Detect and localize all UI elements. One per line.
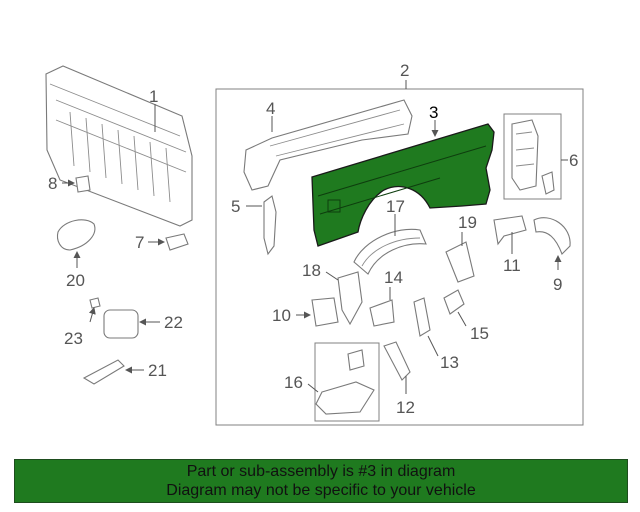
callout-15[interactable]: 15	[470, 324, 489, 343]
bracket-14-part[interactable]	[369, 299, 395, 327]
clip-7-part[interactable]	[165, 233, 189, 251]
group-box-6	[503, 113, 562, 200]
callout-10[interactable]: 10	[272, 306, 291, 325]
bracket-5-part[interactable]	[263, 195, 277, 256]
corner-post-part[interactable]	[511, 119, 555, 195]
handle-20-part[interactable]	[56, 219, 96, 251]
callout-13[interactable]: 13	[440, 353, 459, 372]
callout-2[interactable]: 2	[400, 61, 409, 80]
outer-side-panel-part[interactable]	[311, 123, 495, 247]
bracket-19-part[interactable]	[445, 241, 475, 283]
channel-12-part[interactable]	[383, 341, 411, 381]
floor-section-16-part[interactable]	[315, 349, 375, 415]
banner-line-1: Part or sub-assembly is #3 in diagram	[186, 463, 456, 480]
callout-7[interactable]: 7	[135, 233, 144, 252]
rear-corner-9-part[interactable]	[533, 217, 571, 255]
callout-23[interactable]: 23	[64, 329, 83, 348]
wheelhouse-part[interactable]	[353, 228, 427, 275]
callout-21[interactable]: 21	[148, 361, 167, 380]
assembly-frame	[215, 88, 584, 426]
callout-16[interactable]: 16	[284, 373, 303, 392]
group-box-16	[314, 342, 380, 422]
callout-8[interactable]: 8	[48, 174, 57, 193]
callout-22[interactable]: 22	[164, 313, 183, 332]
callout-17[interactable]: 17	[386, 197, 405, 216]
banner-line-2: Diagram may not be specific to your vehi…	[166, 482, 476, 499]
callout-4[interactable]: 4	[266, 99, 275, 118]
info-banner: Part or sub-assembly is #3 in diagram Di…	[14, 459, 628, 503]
bed-side-inner-part[interactable]	[243, 99, 413, 191]
bracket-10-part[interactable]	[311, 297, 339, 327]
callout-3[interactable]: 3	[429, 103, 438, 122]
callout-11[interactable]: 11	[503, 256, 521, 275]
callout-labels: 1 2 3 4 5 6 7 8 9 10 11 12 13 14 15 16 1…	[48, 61, 578, 417]
bracket-11-part[interactable]	[493, 215, 527, 246]
callout-18[interactable]: 18	[302, 261, 321, 280]
fuel-door-22-part[interactable]	[103, 309, 139, 339]
strap-13-part[interactable]	[413, 297, 431, 337]
step-21-part[interactable]	[82, 359, 125, 385]
callout-1[interactable]: 1	[149, 87, 158, 106]
callout-6[interactable]: 6	[569, 151, 578, 170]
callout-5[interactable]: 5	[231, 197, 240, 216]
callout-12[interactable]: 12	[396, 398, 415, 417]
leader-lines	[62, 80, 568, 394]
brace-18-part[interactable]	[337, 271, 363, 326]
bracket-15-part[interactable]	[443, 289, 465, 315]
hinge-8-part[interactable]	[75, 175, 91, 193]
callout-19[interactable]: 19	[458, 213, 477, 232]
tailgate-part[interactable]	[45, 65, 193, 227]
callout-14[interactable]: 14	[384, 268, 403, 287]
bolt-23-part[interactable]	[89, 297, 101, 309]
callout-20[interactable]: 20	[66, 271, 85, 290]
callout-9[interactable]: 9	[553, 275, 562, 294]
